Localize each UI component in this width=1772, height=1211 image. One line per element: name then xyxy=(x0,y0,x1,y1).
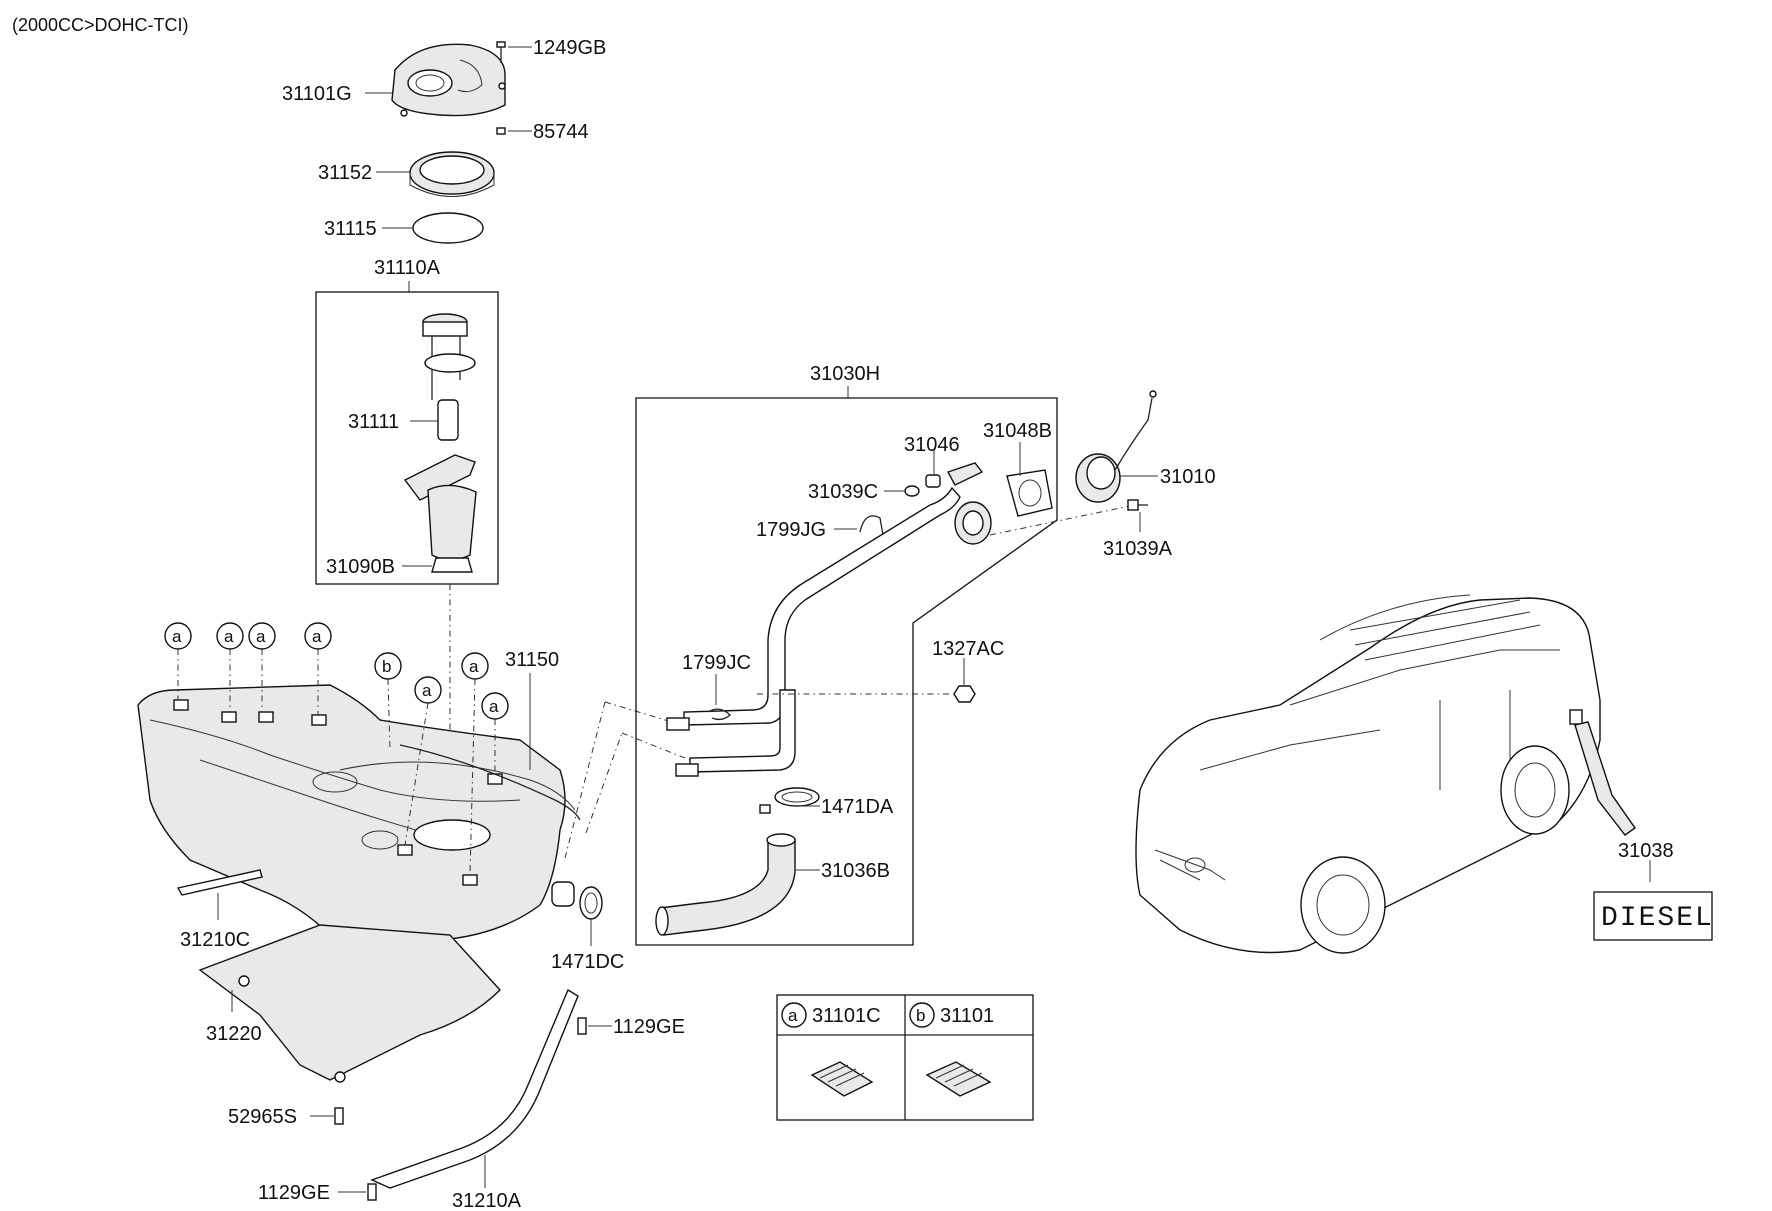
bolt-1129GE-upper xyxy=(577,1017,587,1035)
label-31115: 31115 xyxy=(324,218,377,240)
label-31030H: 31030H xyxy=(810,363,880,385)
marker-a-2: a xyxy=(216,622,244,712)
svg-text:a: a xyxy=(224,627,234,646)
label-31220: 31220 xyxy=(206,1023,262,1045)
label-31048B: 31048B xyxy=(983,420,1052,442)
label-1471DA: 1471DA xyxy=(821,796,894,818)
marker-a-7: a xyxy=(481,692,509,774)
clip-31039C xyxy=(904,485,920,497)
label-31101G: 31101G xyxy=(282,83,352,105)
screw-31039A xyxy=(1127,499,1148,511)
svg-text:a: a xyxy=(469,657,479,676)
label-31046: 31046 xyxy=(904,434,960,456)
filler-neck-pipe xyxy=(666,486,992,777)
label-52965S: 52965S xyxy=(228,1106,297,1128)
tank-cover-plate xyxy=(391,43,506,117)
label-31210C: 31210C xyxy=(180,929,250,951)
vehicle-illustration xyxy=(1135,594,1636,954)
label-31038: 31038 xyxy=(1618,840,1674,862)
pad-31101 xyxy=(925,1061,992,1097)
label-31150: 31150 xyxy=(505,649,559,671)
legend-table: a 31101C b 31101 xyxy=(776,994,1034,1121)
lock-ring-31152 xyxy=(409,151,495,197)
svg-text:a: a xyxy=(256,627,266,646)
fuel-tank xyxy=(137,684,576,941)
label-31152: 31152 xyxy=(318,162,372,184)
label-1799JG: 1799JG xyxy=(756,519,826,541)
svg-text:a: a xyxy=(422,681,432,700)
grommet-31046 xyxy=(925,462,984,488)
diesel-badge: DIESEL xyxy=(1593,891,1714,941)
pad-31101C xyxy=(810,1061,874,1097)
label-31039A: 31039A xyxy=(1103,538,1173,560)
label-1249GB: 1249GB xyxy=(533,37,606,59)
label-1799JC: 1799JC xyxy=(682,652,751,674)
clip-1799JG xyxy=(859,515,884,536)
label-1327AC: 1327AC xyxy=(932,638,1004,660)
label-85744: 85744 xyxy=(533,121,589,143)
label-31111: 31111 xyxy=(348,411,399,433)
svg-text:b: b xyxy=(382,657,391,676)
marker-b-1: b xyxy=(374,652,402,751)
strap-31210C xyxy=(176,869,263,896)
marker-a-6: a xyxy=(461,652,489,876)
clamp-1471DA xyxy=(759,787,820,814)
label-31110A: 31110A xyxy=(374,257,441,279)
clip-1799JC xyxy=(707,708,731,721)
legend-part-b: 31101 xyxy=(940,1005,994,1027)
marker-a-4: a xyxy=(304,622,332,715)
label-31010: 31010 xyxy=(1160,466,1216,488)
label-31039C: 31039C xyxy=(808,481,878,503)
svg-text:a: a xyxy=(172,627,182,646)
strap-31210A xyxy=(370,988,579,1189)
label-1129GE-lower: 1129GE xyxy=(258,1182,330,1204)
clamp-1471DC xyxy=(579,886,603,920)
label-31210A: 31210A xyxy=(452,1190,522,1211)
fuel-cap-31010 xyxy=(1075,390,1157,503)
marker-a-1: a xyxy=(164,622,192,700)
fuel-pump-module xyxy=(403,313,477,573)
label-1129GE-upper: 1129GE xyxy=(613,1016,685,1038)
bolt-1129GE-lower xyxy=(367,1183,377,1201)
gasket-31048B xyxy=(1006,469,1053,517)
bolt-1249GB xyxy=(496,41,506,63)
heat-shield-31220 xyxy=(198,924,501,1083)
filler-neck-assembly-box xyxy=(635,397,1058,946)
legend-marker-b: b xyxy=(916,1006,925,1025)
bolt-85744 xyxy=(496,127,506,135)
label-31090B: 31090B xyxy=(326,556,395,578)
o-ring-31115 xyxy=(412,212,484,244)
hose-31036B xyxy=(655,833,796,936)
label-31036B: 31036B xyxy=(821,860,890,882)
svg-text:a: a xyxy=(489,697,499,716)
marker-a-3: a xyxy=(248,622,276,712)
svg-text:a: a xyxy=(312,627,322,646)
legend-part-a: 31101C xyxy=(812,1005,881,1027)
fuel-pump-assembly-box xyxy=(315,291,499,585)
svg-text:DIESEL: DIESEL xyxy=(1601,903,1714,934)
legend-marker-a: a xyxy=(788,1006,798,1025)
bolt-52965S xyxy=(334,1107,344,1125)
label-1471DC: 1471DC xyxy=(551,951,624,973)
marker-a-5: a xyxy=(404,676,442,846)
diagram-header: (2000CC>DOHC-TCI) xyxy=(12,15,189,35)
nut-1327AC xyxy=(953,685,976,703)
